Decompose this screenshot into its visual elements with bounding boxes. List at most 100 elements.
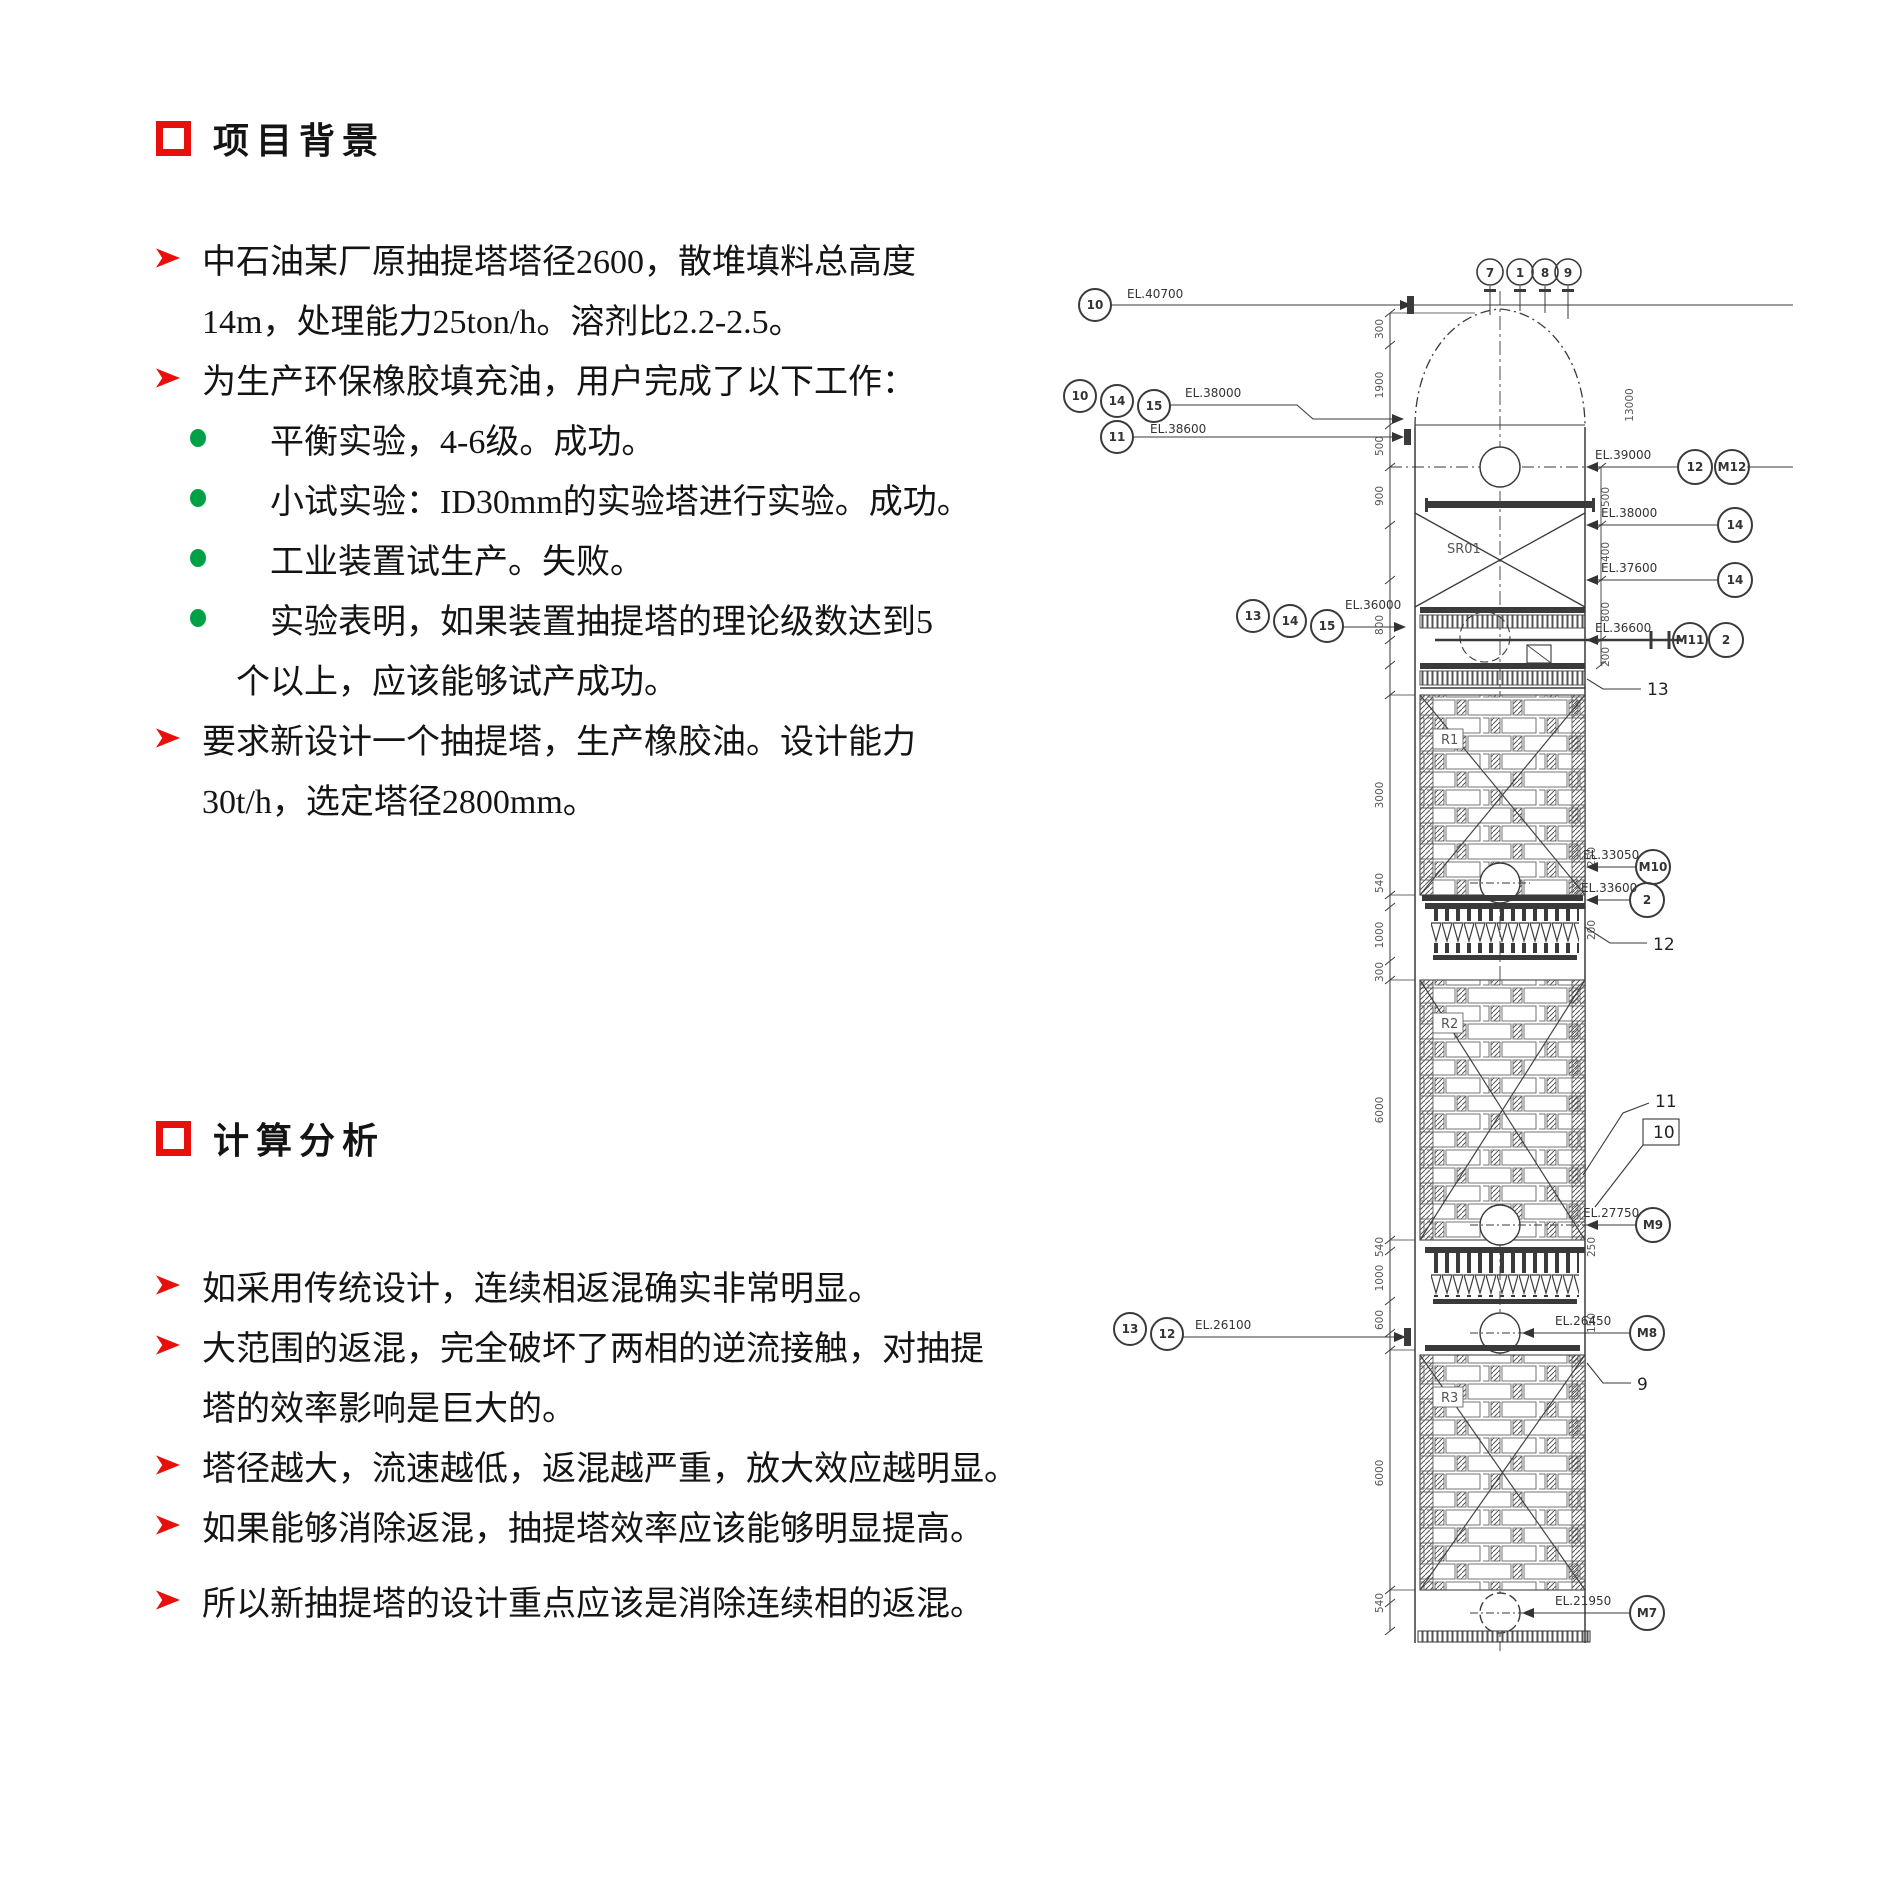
dim-label: 800: [1600, 602, 1612, 622]
dim-label: 1000: [1374, 922, 1386, 949]
red-square-bullet-icon: [156, 120, 191, 156]
section-title-background: 项目背景: [156, 112, 385, 164]
callout-tag: 2: [1722, 633, 1730, 647]
elevation-label: EL.36000: [1345, 598, 1401, 612]
left-dimension-chain: 300 1900 500 900 800 3000 540 1000 300 6…: [1374, 308, 1475, 1636]
dim-label: 500: [1600, 487, 1612, 507]
manway-m7: [1417, 1592, 1591, 1643]
red-square-bullet-icon: [156, 1120, 191, 1156]
dim-label: 3000: [1374, 782, 1386, 809]
section-title-text: 项目背景: [213, 121, 386, 161]
dot-bullet-icon: [156, 429, 270, 447]
liquid-distributor-1: [1425, 903, 1585, 960]
bullet-text: 工业装置试生产。失败。: [270, 543, 644, 581]
elevation-label: EL.36600: [1595, 621, 1651, 635]
callout-tag: M8: [1637, 1326, 1657, 1340]
list-item: 个以上，应该能够试产成功。: [156, 648, 1156, 708]
bullet-text: 塔的效率影响是巨大的。: [202, 1390, 576, 1428]
elevation-label: EL.27750: [1583, 1206, 1639, 1220]
dim-label: 6000: [1374, 1460, 1386, 1487]
dim-label: 13000: [1624, 388, 1636, 421]
section-title-analysis: 计算分析: [156, 1112, 385, 1164]
packing-bed-r3: R3: [1419, 1354, 1586, 1591]
tower-internals: SR01: [1390, 446, 1683, 689]
bed-label: R2: [1441, 1017, 1458, 1032]
callout-tag: 13: [1245, 609, 1262, 623]
nozzle-tag: 7: [1486, 266, 1494, 280]
bullet-text: 要求新设计一个抽提塔，生产橡胶油。设计能力: [202, 723, 916, 761]
top-nozzle-callouts: 7 1 8 9: [1476, 258, 1582, 319]
bullet-text: 小试实验：ID30mm的实验塔进行实验。成功。: [270, 483, 971, 521]
callout-tag: M10: [1639, 860, 1668, 874]
elevation-label: EL.37600: [1601, 561, 1657, 575]
nozzle-tag: 1: [1516, 266, 1524, 280]
list-item: 中石油某厂原抽提塔塔径2600，散堆填料总高度: [156, 228, 1156, 288]
dim-label: 500: [1374, 436, 1386, 456]
elevation-label: EL.33050: [1583, 848, 1639, 862]
callout-tag: 14: [1727, 573, 1744, 587]
part-label: 13: [1647, 680, 1669, 700]
liquid-distributor-2: [1425, 1247, 1585, 1304]
list-item: 如果能够消除返混，抽提塔效率应该能够明显提高。: [156, 1495, 1156, 1555]
internals-section-label: SR01: [1447, 542, 1481, 557]
list-item: 30t/h，选定塔径2800mm。: [156, 768, 1156, 828]
elevation-label: EL.26100: [1195, 1318, 1251, 1332]
dim-label: 250: [1586, 847, 1598, 867]
bullet-text: 个以上，应该能够试产成功。: [236, 663, 678, 701]
dim-label: 200: [1600, 647, 1612, 667]
manway-m8: [1425, 1312, 1580, 1354]
elevation-label: EL.26450: [1555, 1314, 1611, 1328]
packing-bed-r2: R2: [1419, 979, 1586, 1241]
bullet-text: 实验表明，如果装置抽提塔的理论级数达到5: [270, 603, 933, 641]
list-item: 要求新设计一个抽提塔，生产橡胶油。设计能力: [156, 708, 1156, 768]
callout-tag: M12: [1718, 460, 1747, 474]
list-item: 所以新抽提塔的设计重点应该是消除连续相的返混。: [156, 1570, 1156, 1630]
callout-tag: M7: [1637, 1606, 1657, 1620]
part-label: 10: [1653, 1123, 1675, 1143]
bullet-text: 如果能够消除返混，抽提塔效率应该能够明显提高。: [202, 1510, 984, 1548]
list-item: 实验表明，如果装置抽提塔的理论级数达到5: [156, 588, 1156, 648]
callout-tag: 14: [1727, 518, 1744, 532]
list-item: 平衡实验，4-6级。成功。: [156, 408, 1156, 468]
callout-tag: 10: [1072, 389, 1089, 403]
callout-tag: 14: [1282, 614, 1299, 628]
dot-bullet-icon: [156, 609, 270, 627]
dim-label: 6000: [1374, 1097, 1386, 1124]
elevation-label: EL.38600: [1150, 422, 1206, 436]
callout-tag: M9: [1643, 1218, 1663, 1232]
analysis-bullet-list: 如采用传统设计，连续相返混确实非常明显。 大范围的返混，完全破坏了两相的逆流接触…: [156, 1255, 1156, 1630]
elevation-label: EL.38000: [1185, 386, 1241, 400]
arrow-bullet-icon: [156, 1589, 202, 1611]
bed-label: R1: [1441, 733, 1458, 748]
bullet-text: 14m，处理能力25ton/h。溶剂比2.2-2.5。: [202, 303, 803, 341]
callout-tag: 15: [1319, 619, 1336, 633]
list-item: 工业装置试生产。失败。: [156, 528, 1156, 588]
right-callouts: EL.39000 12 M12 EL.38000 14 EL.37600 14 …: [1521, 448, 1753, 1631]
dim-label: 200: [1586, 920, 1598, 940]
dim-label: 1000: [1374, 1265, 1386, 1292]
manway-r1-bottom: [1422, 862, 1583, 904]
callout-tag: 10: [1087, 298, 1104, 312]
dim-label: 300: [1374, 962, 1386, 982]
nozzle-tag: 8: [1541, 266, 1549, 280]
arrow-bullet-icon: [156, 727, 202, 749]
right-dimension-chain: 13000 500 400 800 200 250 200 250 150: [1586, 388, 1636, 1333]
dim-label: 800: [1374, 615, 1386, 635]
list-item: 小试实验：ID30mm的实验塔进行实验。成功。: [156, 468, 1156, 528]
bullet-text: 为生产环保橡胶填充油，用户完成了以下工作：: [202, 363, 916, 401]
dim-label: 540: [1374, 873, 1386, 893]
callout-tag: 12: [1687, 460, 1704, 474]
bullet-text: 大范围的返混，完全破坏了两相的逆流接触，对抽提: [202, 1330, 984, 1368]
bed-label: R3: [1441, 1391, 1458, 1406]
elevation-label: EL.40700: [1127, 287, 1183, 301]
bullet-text: 平衡实验，4-6级。成功。: [270, 423, 656, 461]
dim-label: 540: [1374, 1237, 1386, 1257]
list-item: 如采用传统设计，连续相返混确实非常明显。: [156, 1255, 1156, 1315]
bullet-text: 塔径越大，流速越低，返混越严重，放大效应越明显。: [202, 1450, 1018, 1488]
arrow-bullet-icon: [156, 247, 202, 269]
elevation-label: EL.39000: [1595, 448, 1651, 462]
bullet-text: 30t/h，选定塔径2800mm。: [202, 783, 597, 821]
list-item: 大范围的返混，完全破坏了两相的逆流接触，对抽提: [156, 1315, 1156, 1375]
callout-tag: M11: [1676, 633, 1705, 647]
arrow-bullet-icon: [156, 1514, 202, 1536]
